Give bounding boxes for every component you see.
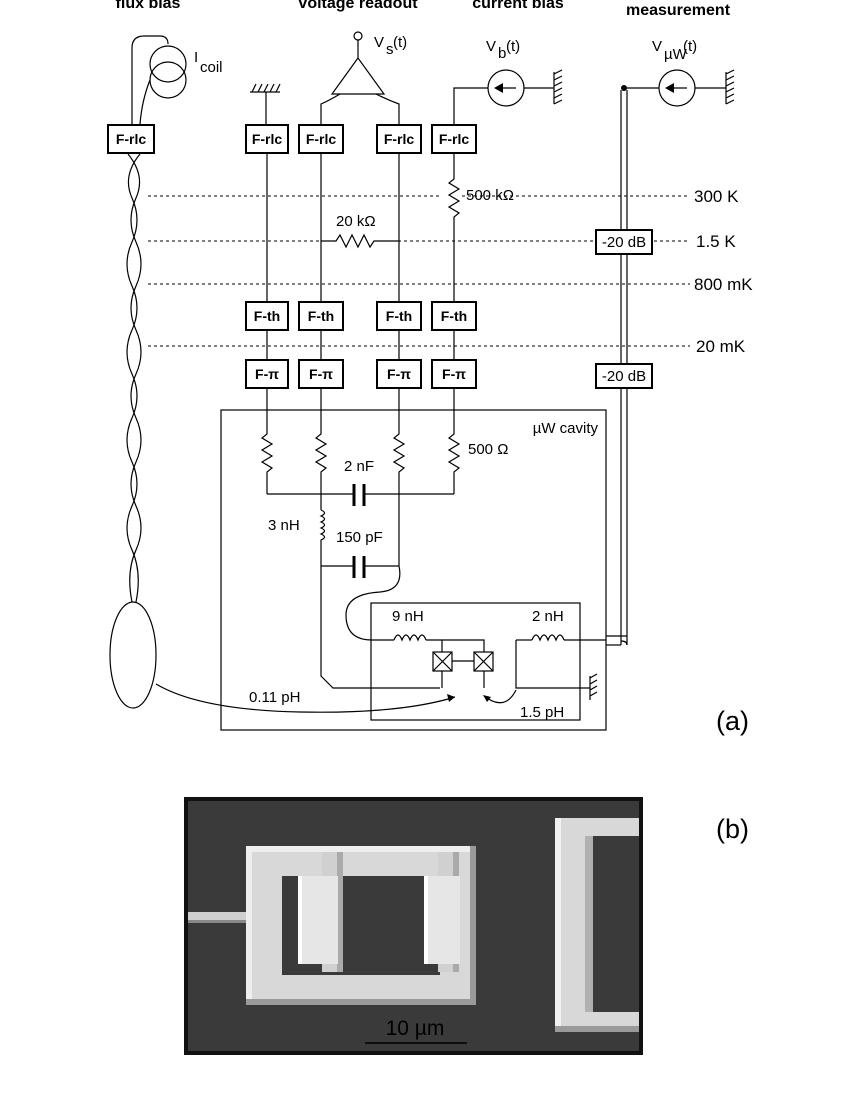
flux-rlc-label: F-rlc [116,131,147,147]
vuw-argument: (t) [683,38,697,55]
coil-subscript: coil [200,59,223,76]
flux-bias-header: flux bias [116,0,181,12]
pi-filter-1 [245,359,289,389]
rlc-filter-3-label: F-rlc [384,131,415,147]
vs-label: V [374,34,384,51]
resistor-500k-label: 500 kΩ [466,187,514,204]
voltage-amplifier [320,31,400,125]
capacitor-2nf-label: 2 nF [344,458,374,475]
ground-symbol-left [250,83,281,125]
flux-rlc-filter [107,124,155,154]
vb-argument: (t) [506,38,520,55]
pi-filter-2-label: F-π [309,366,333,382]
cavity-label: µW cavity [533,420,599,437]
attenuator-1-5k [595,229,653,255]
measurement-header: measurement [626,2,731,19]
vs-argument: (t) [393,34,407,51]
mutual-011ph-label: 0.11 pH [249,689,300,706]
attenuator-20mk [595,363,653,389]
thermal-filter-4 [431,301,477,331]
microwave-cavity-box [220,409,607,731]
inductor-9nh-label: 9 nH [392,608,424,625]
scale-bar-label: 10 µm [386,1017,445,1040]
coil-label: I [194,49,198,66]
temp-label-300k: 300 K [694,187,739,206]
rlc-filter-2-label: F-rlc [306,131,337,147]
panel-b-label: (b) [716,814,749,844]
rlc-filter-2 [298,124,344,154]
temp-label-1-5k: 1.5 K [696,232,736,251]
temp-label-800mk: 800 mK [694,275,753,294]
current-bias-source [453,69,563,125]
inductor-2nh-label: 2 nH [532,608,564,625]
capacitor-150pf-label: 150 pF [336,529,383,546]
pi-filter-2 [298,359,344,389]
pi-filter-3 [376,359,422,389]
thermal-filter-2 [298,301,344,331]
rlc-filter-4 [431,124,477,154]
thermal-filter-4-label: F-th [441,308,467,324]
thermal-filter-3 [376,301,422,331]
thermal-filter-1 [245,301,289,331]
vuw-label: V [652,38,662,55]
flux-bias-line [109,35,456,713]
pi-filter-3-label: F-π [387,366,411,382]
attenuator-1-5k-label: -20 dB [602,234,646,251]
current-bias-header: current bias [472,0,564,12]
attenuator-20mk-label: -20 dB [602,368,646,385]
vb-label: V [486,38,496,55]
pi-filter-4 [431,359,477,389]
vuw-subscript: µW [664,46,688,63]
resistor-500-label: 500 Ω [468,441,508,458]
thermal-filter-1-label: F-th [254,308,280,324]
rlc-filter-3 [376,124,422,154]
resistor-20k-label: 20 kΩ [336,213,376,230]
pi-filter-4-label: F-π [442,366,466,382]
rlc-filter-1-label: F-rlc [252,131,283,147]
cavity-circuit [261,429,606,721]
vs-subscript: s [386,41,394,58]
voltage-readout-header: voltage readout [298,0,418,12]
microwave-source [621,69,735,107]
rlc-filter-1 [245,124,289,154]
thermal-filter-3-label: F-th [386,308,412,324]
vb-subscript: b [498,45,506,62]
inductor-3nh-label: 3 nH [268,517,300,534]
mutual-15ph-label: 1.5 pH [520,704,564,721]
filter-wires [266,153,460,430]
sem-micrograph [184,797,643,1055]
temperature-stage-lines [148,195,690,347]
thermal-filter-2-label: F-th [308,308,334,324]
rlc-filter-4-label: F-rlc [439,131,470,147]
panel-a-label: (a) [716,706,749,736]
temp-label-20mk: 20 mK [696,337,746,356]
pi-filter-1-label: F-π [255,366,279,382]
